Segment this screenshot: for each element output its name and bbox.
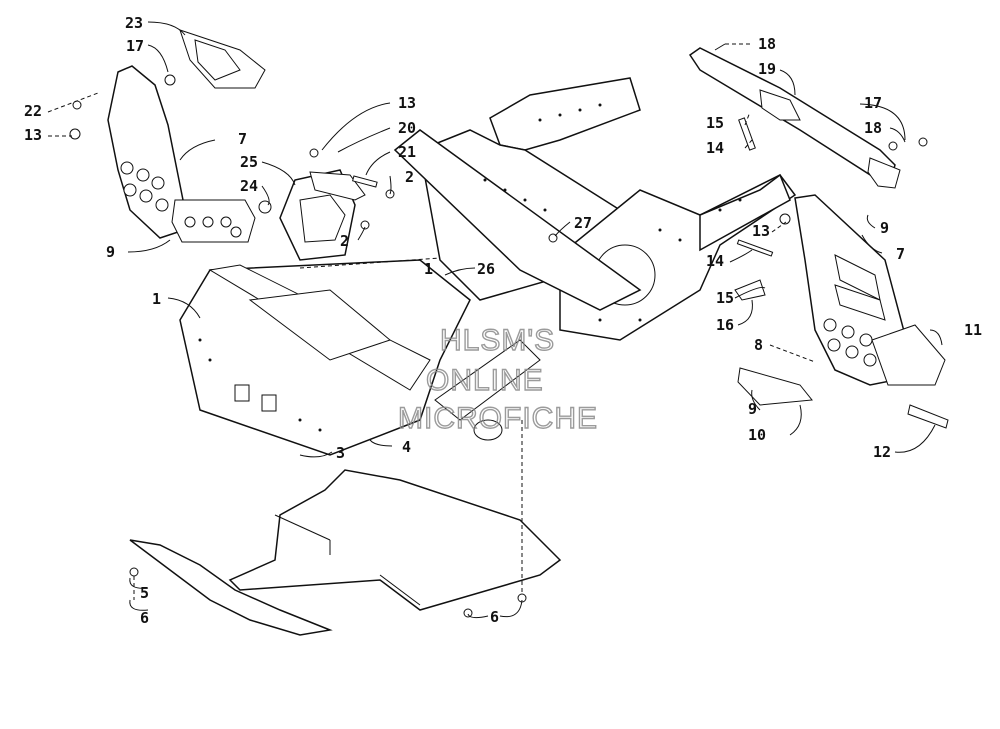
leader-lines xyxy=(47,21,943,619)
steering-post-assembly xyxy=(688,43,928,189)
callout-18: 18 xyxy=(864,119,882,137)
callout-9: 9 xyxy=(880,219,889,237)
callout-10: 10 xyxy=(748,426,766,444)
callout-13: 13 xyxy=(398,94,416,112)
callout-14: 14 xyxy=(706,252,724,270)
callout-7: 7 xyxy=(896,245,905,263)
callout-2: 2 xyxy=(340,232,349,250)
watermark: HLSM'S ONLINE MICROFICHE xyxy=(397,323,598,435)
callout-17: 17 xyxy=(864,94,882,112)
callout-12: 12 xyxy=(873,443,891,461)
callout-6: 6 xyxy=(140,609,149,627)
callout-26: 26 xyxy=(477,260,495,278)
callout-15: 15 xyxy=(716,289,734,307)
chassis-frame xyxy=(179,77,797,456)
callout-22: 22 xyxy=(24,102,42,120)
callout-24: 24 xyxy=(240,177,258,195)
callout-13: 13 xyxy=(24,126,42,144)
callout-23: 23 xyxy=(125,14,143,32)
callout-9: 9 xyxy=(748,400,757,418)
callout-1: 1 xyxy=(424,260,433,278)
callout-1: 1 xyxy=(152,290,161,308)
callout-19: 19 xyxy=(758,60,776,78)
callout-2: 2 xyxy=(405,168,414,186)
callout-15: 15 xyxy=(706,114,724,132)
callout-27: 27 xyxy=(574,214,592,232)
rivet-dots xyxy=(198,103,742,432)
callout-4: 4 xyxy=(402,438,411,456)
callout-3: 3 xyxy=(336,444,345,462)
watermark-line-1: HLSM'S xyxy=(440,324,555,357)
callout-25: 25 xyxy=(240,153,258,171)
watermark-line-2: ONLINE xyxy=(426,364,544,397)
callout-labels: 23 17 22 13 7 9 25 24 13 20 21 2 2 27 1 … xyxy=(24,14,982,627)
skid-plate xyxy=(129,539,527,636)
callout-14: 14 xyxy=(706,139,724,157)
left-footrest-assembly xyxy=(69,29,266,243)
callout-7: 7 xyxy=(238,130,247,148)
callout-6: 6 xyxy=(490,608,499,626)
watermark-line-3: MICROFICHE xyxy=(398,402,598,435)
callout-11: 11 xyxy=(964,321,982,339)
engine-mount-assembly xyxy=(258,148,558,261)
callout-20: 20 xyxy=(398,119,416,137)
callout-13: 13 xyxy=(752,222,770,240)
callout-17: 17 xyxy=(126,37,144,55)
callout-5: 5 xyxy=(140,584,149,602)
right-footrest-assembly xyxy=(734,194,949,429)
callout-9: 9 xyxy=(106,243,115,261)
callout-16: 16 xyxy=(716,316,734,334)
callout-8: 8 xyxy=(754,336,763,354)
callout-21: 21 xyxy=(398,143,416,161)
callout-18: 18 xyxy=(758,35,776,53)
belly-pan xyxy=(228,469,562,611)
